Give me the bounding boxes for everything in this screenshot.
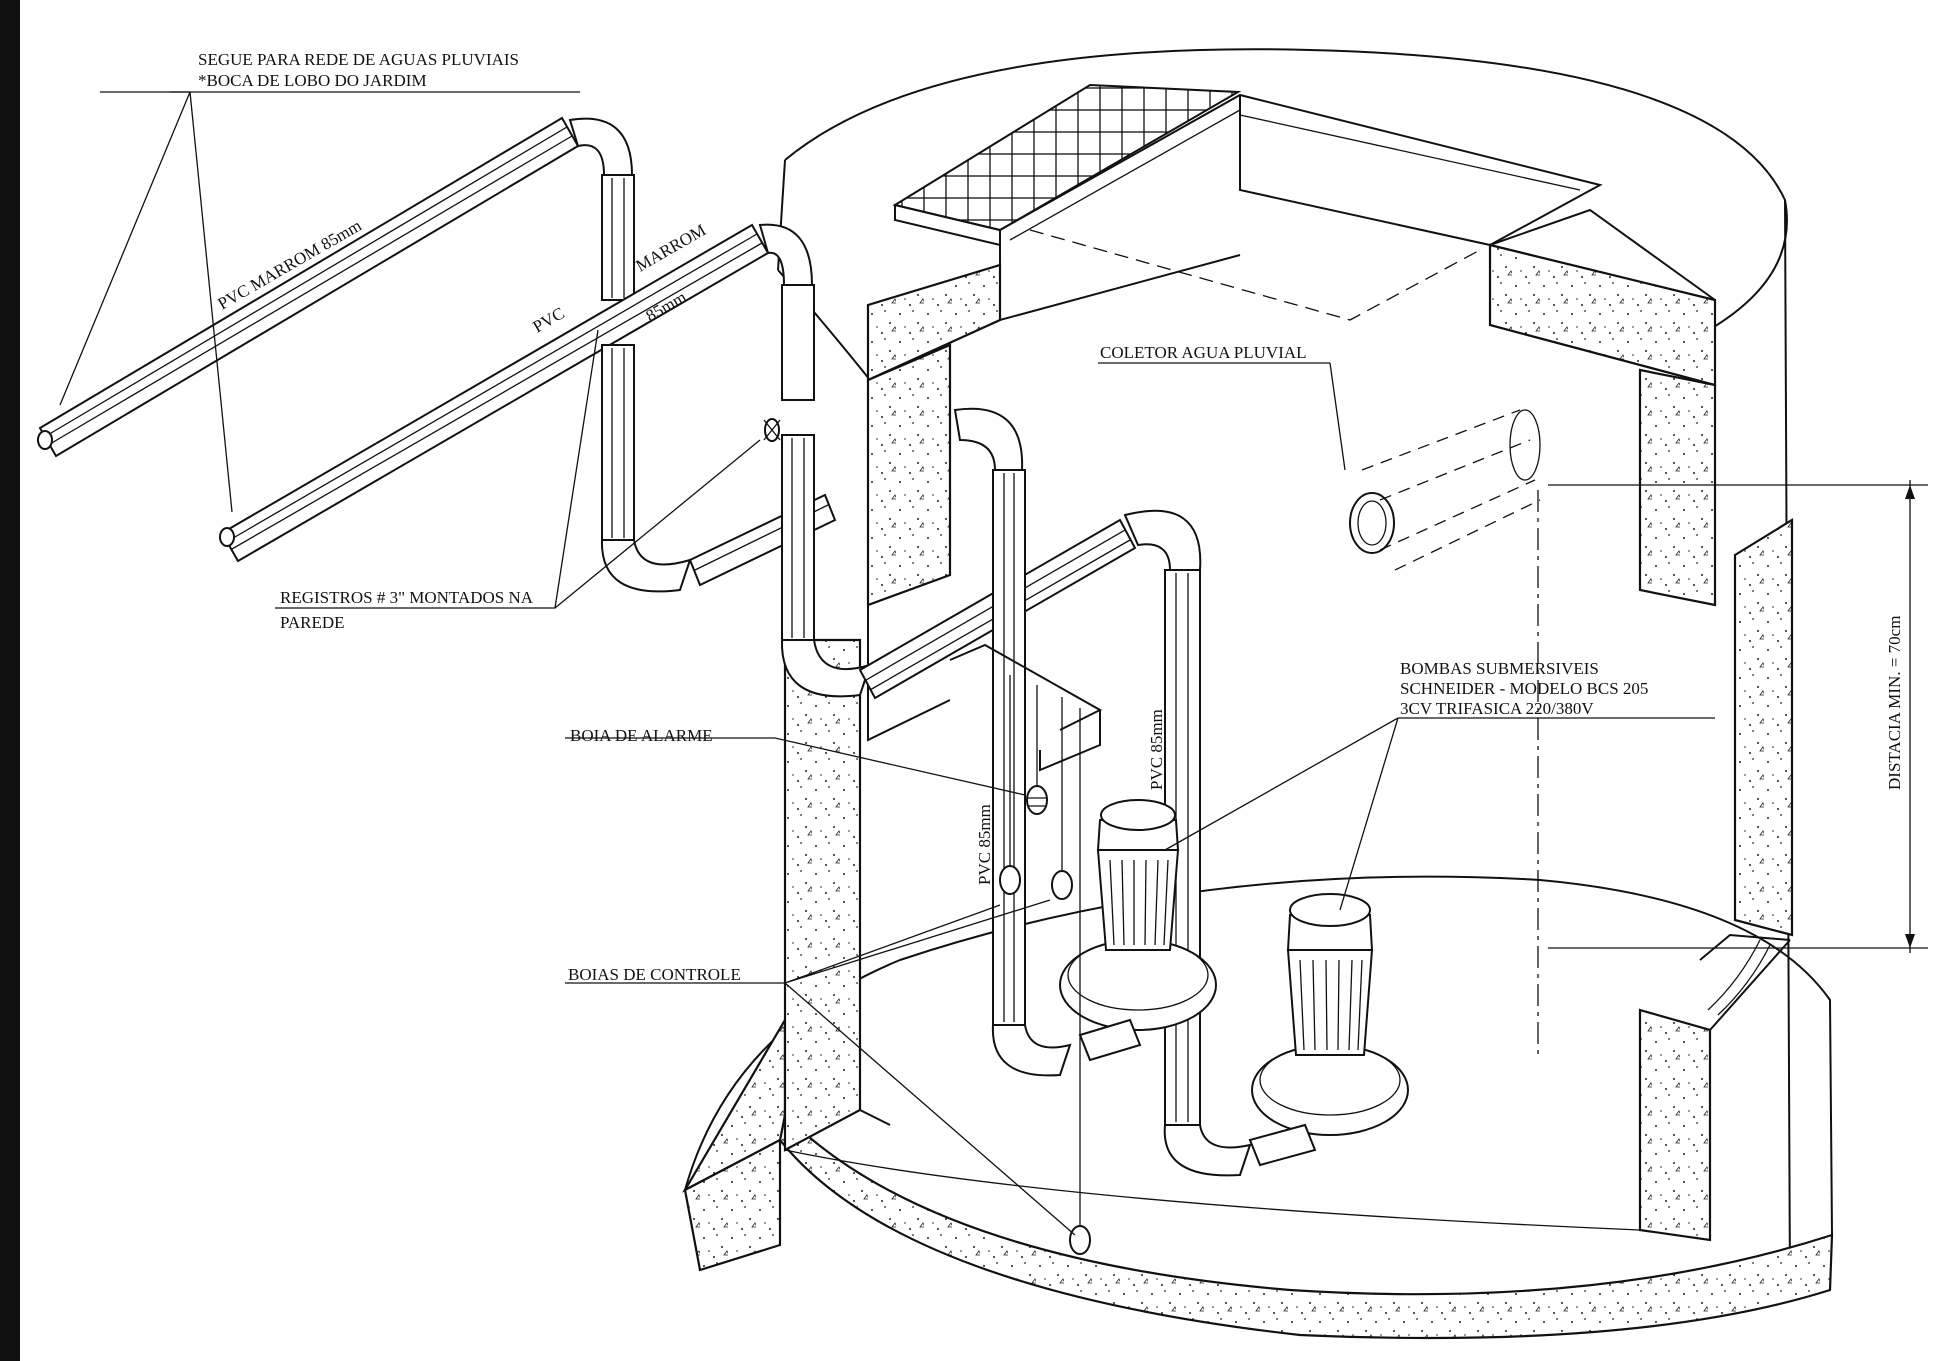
distance-label: DISTACIA MIN. = 70cm (1885, 616, 1904, 790)
collector-pipe (1349, 409, 1541, 571)
submersible-pump-1 (1059, 799, 1217, 1062)
riser-left-label: PVC 85mm (975, 804, 994, 885)
alarm-float-label: BOIA DE ALARME (570, 726, 713, 745)
control-floats-label: BOIAS DE CONTROLE (568, 965, 741, 984)
pumps-label-3: 3CV TRIFASICA 220/380V (1400, 699, 1594, 718)
alarm-float-icon (1026, 785, 1048, 815)
pipe-lower-label-a: PVC (530, 303, 568, 336)
outlet-label-2: *BOCA DE LOBO DO JARDIM (198, 71, 427, 90)
pumps-label-2: SCHNEIDER - MODELO BCS 205 (1400, 679, 1648, 698)
submersible-pump-2 (1248, 893, 1409, 1167)
collector-label: COLETOR AGUA PLUVIAL (1100, 343, 1307, 362)
valves-label-1: REGISTROS # 3" MONTADOS NA (280, 588, 534, 607)
outlet-label-1: SEGUE PARA REDE DE AGUAS PLUVIAIS (198, 50, 519, 69)
pumps-label-1: BOMBAS SUBMERSIVEIS (1400, 659, 1599, 678)
valves-label-2: PAREDE (280, 613, 345, 632)
leader-lines (59, 91, 1715, 1236)
riser-pipes (953, 407, 1252, 1177)
control-float-icon (999, 865, 1091, 1255)
sump-structure (682, 48, 1834, 1340)
riser-right-label: PVC 85mm (1147, 709, 1166, 790)
distance-dimension (1548, 480, 1928, 953)
frame-border (0, 0, 20, 1361)
float-bracket (949, 643, 1103, 1230)
wall-valve-icon (763, 418, 781, 442)
